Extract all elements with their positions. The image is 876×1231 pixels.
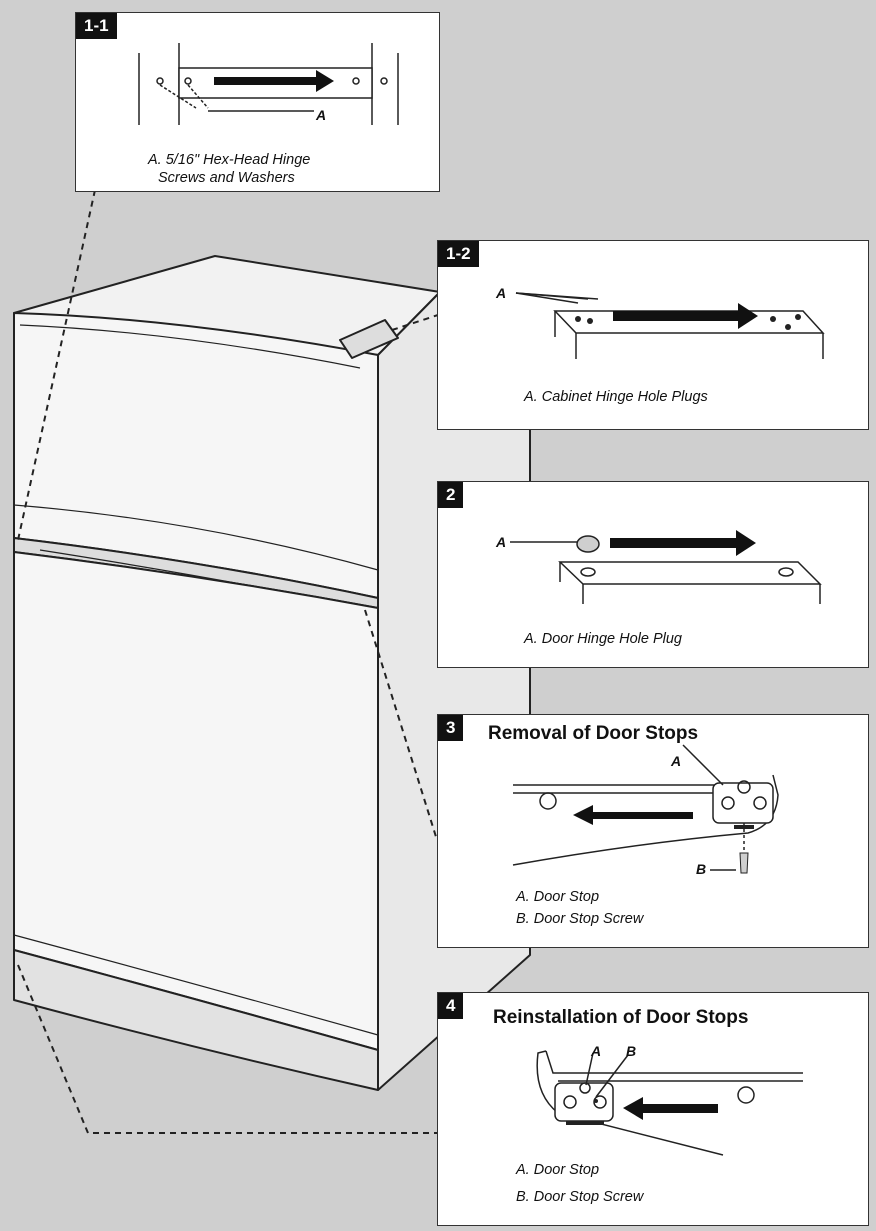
caption-line-2: B. Door Stop Screw <box>516 911 644 927</box>
step-badge: 3 <box>438 715 464 741</box>
callout-b: B <box>626 1043 637 1059</box>
door-hinge-plug-diagram <box>510 530 822 604</box>
caption-line-1: A. Door Stop <box>516 1162 600 1178</box>
callout-a: A <box>496 285 507 301</box>
panel-title: Removal of Door Stops <box>488 723 699 744</box>
callout-a: A <box>591 1043 602 1059</box>
step-panel-1-2: 1-2 A A. Cabinet Hinge Hole Plugs <box>437 240 869 430</box>
cabinet-hinge-plugs-diagram <box>515 292 825 359</box>
step-panel-2: 2 A A. Door Hinge Hole Plug <box>437 481 869 668</box>
step-badge: 1-1 <box>76 13 117 39</box>
step-badge: 4 <box>438 993 464 1019</box>
caption-line-1: A. 5/16" Hex-Head Hinge <box>148 152 311 168</box>
door-stop-reinstallation-diagram <box>536 1050 803 1156</box>
door-stop-removal-diagram <box>512 744 779 874</box>
step-panel-1-1: 1-1 A A. 5/16" Hex-Head Hinge Screws and… <box>75 12 440 192</box>
caption-line-1: A. Door Hinge Hole Plug <box>524 631 682 647</box>
callout-b: B <box>696 861 707 877</box>
panel-title: Reinstallation of Door Stops <box>493 1007 749 1028</box>
caption-line-1: A. Cabinet Hinge Hole Plugs <box>524 389 708 405</box>
callout-a: A <box>496 534 507 550</box>
step-badge: 2 <box>438 482 464 508</box>
hinge-screws-diagram <box>138 43 399 125</box>
step-panel-3: 3 Removal of Door Stops A B A. Door Stop… <box>437 714 869 948</box>
caption-line-2: Screws and Washers <box>158 170 295 186</box>
callout-a: A <box>316 107 327 123</box>
step-panel-4: 4 Reinstallation of Door Stops A B A. Do… <box>437 992 869 1226</box>
step-badge: 1-2 <box>438 241 479 267</box>
caption-line-1: A. Door Stop <box>516 889 600 905</box>
caption-line-2: B. Door Stop Screw <box>516 1189 644 1205</box>
callout-a: A <box>671 753 682 769</box>
